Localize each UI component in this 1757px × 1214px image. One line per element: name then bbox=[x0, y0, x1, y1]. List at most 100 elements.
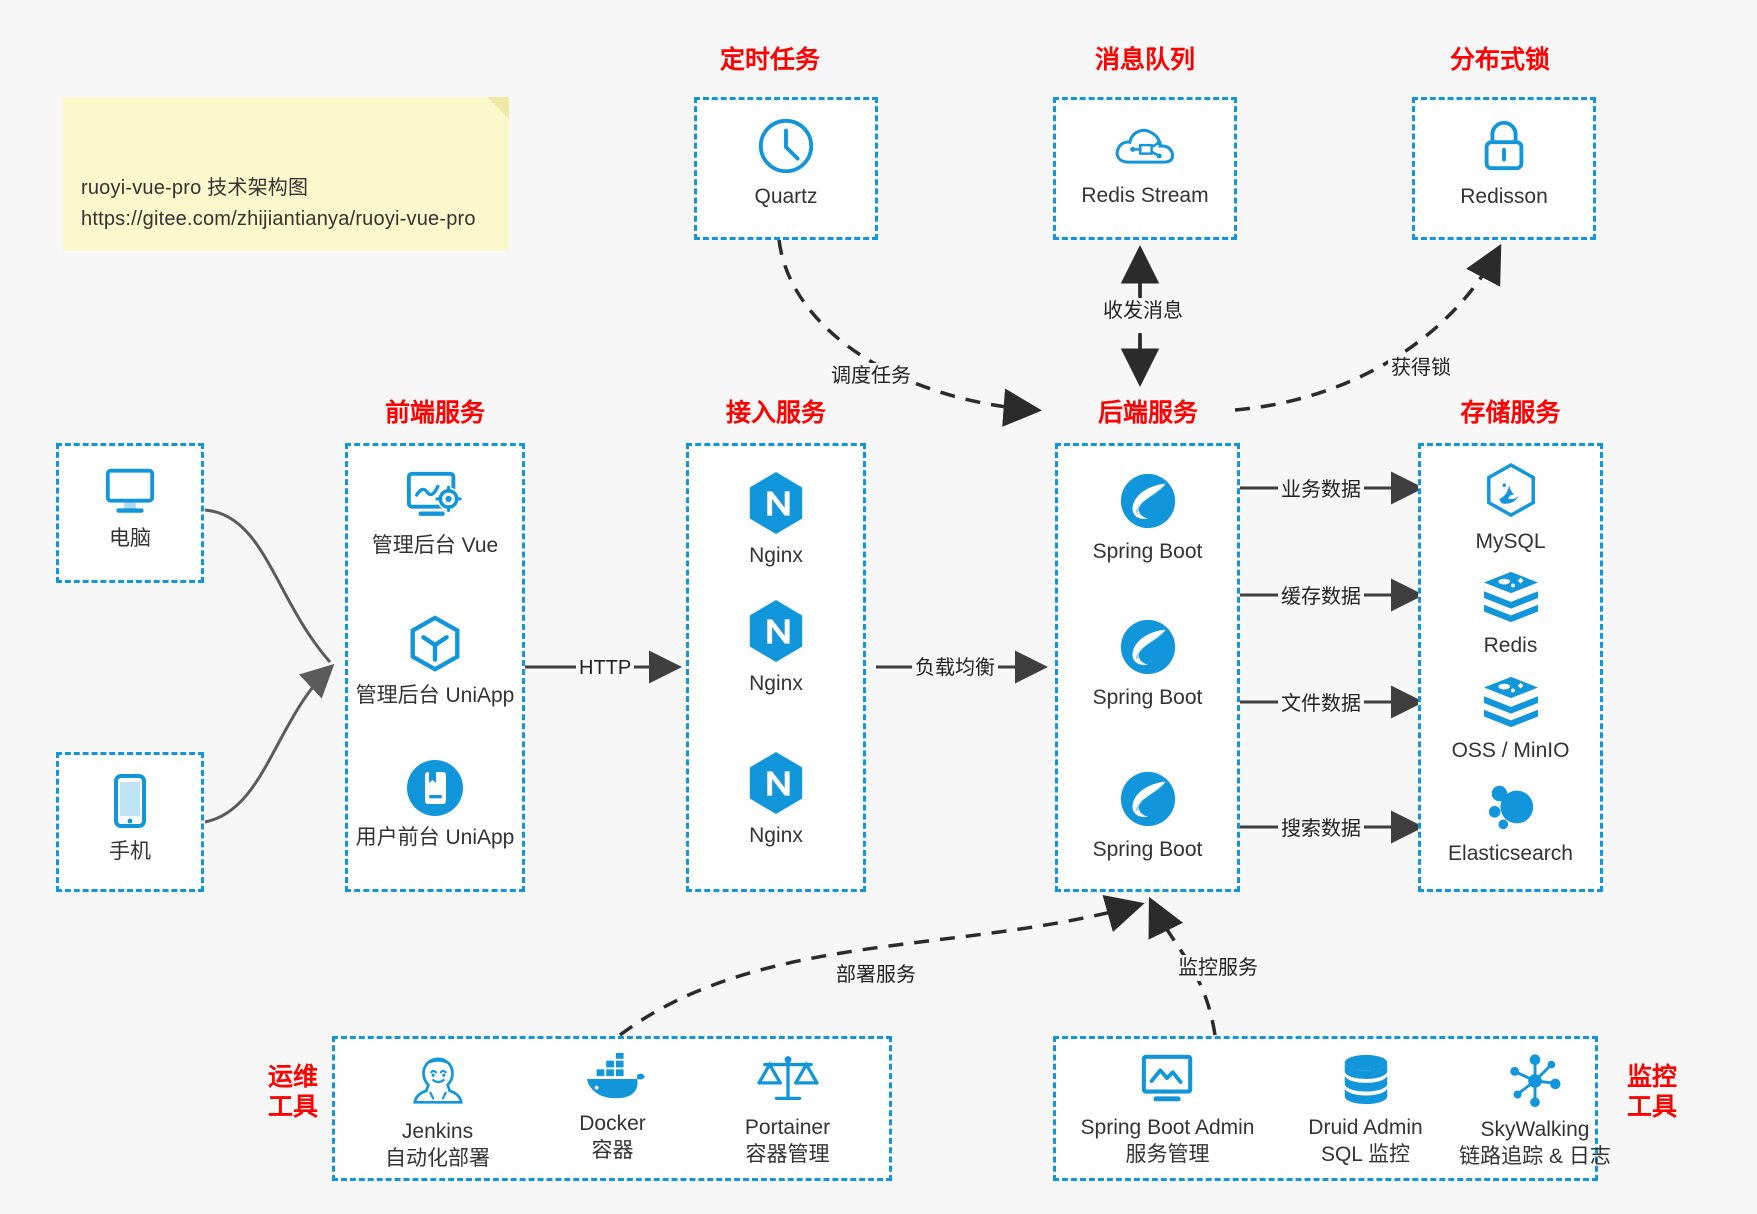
edge-label-monitor-service: 监控服务 bbox=[1175, 955, 1261, 981]
jenkins-icon bbox=[412, 1057, 463, 1104]
node-label: Spring Boot bbox=[1092, 838, 1203, 861]
node-skywalking[interactable]: SkyWalking 链路追踪 & 日志 bbox=[1435, 1052, 1635, 1170]
node-admin-uniapp[interactable]: 管理后台 UniApp bbox=[345, 614, 525, 709]
node-label: Portainer bbox=[744, 1116, 831, 1139]
redis-icon bbox=[1483, 571, 1538, 623]
node-desktop[interactable]: 电脑 bbox=[56, 463, 204, 552]
edge-label-http: HTTP bbox=[576, 655, 635, 681]
node-label: 管理后台 UniApp bbox=[355, 684, 515, 707]
node-sublabel: 容器 bbox=[591, 1139, 634, 1162]
group-box-client-desktop[interactable] bbox=[56, 443, 204, 583]
edge-label-send-receive-message: 收发消息 bbox=[1100, 298, 1186, 324]
redis-icon bbox=[1483, 676, 1538, 728]
spring-boot-icon bbox=[1120, 473, 1175, 529]
edge-label-business-data: 业务数据 bbox=[1278, 477, 1364, 503]
note-text: ruoyi-vue-pro 技术架构图 https://gitee.com/zh… bbox=[81, 177, 476, 230]
node-label: Quartz bbox=[754, 185, 818, 208]
node-sublabel: 自动化部署 bbox=[385, 1147, 490, 1170]
node-druid-admin[interactable]: Druid Admin SQL 监控 bbox=[1278, 1052, 1453, 1168]
node-label: 用户前台 UniApp bbox=[355, 826, 515, 849]
edge-label-deploy-service: 部署服务 bbox=[833, 962, 919, 988]
node-spring-boot-2[interactable]: Spring Boot bbox=[1055, 616, 1240, 711]
node-redis[interactable]: Redis bbox=[1418, 570, 1603, 659]
node-label: Spring Boot bbox=[1092, 686, 1203, 709]
node-label: Elasticsearch bbox=[1448, 842, 1573, 865]
node-label: Redis Stream bbox=[1081, 184, 1209, 207]
node-label: OSS / MinIO bbox=[1451, 739, 1570, 762]
group-title-message-queue: 消息队列 bbox=[1094, 46, 1195, 74]
edge-label-acquire-lock: 获得锁 bbox=[1388, 355, 1454, 381]
group-title-devops: 运维 工具 bbox=[267, 1063, 318, 1121]
node-label: Redis bbox=[1483, 634, 1538, 657]
node-nginx-3[interactable]: Nginx bbox=[686, 750, 866, 849]
cube-icon bbox=[410, 615, 460, 672]
group-title-frontend: 前端服务 bbox=[384, 399, 485, 427]
nginx-icon bbox=[749, 599, 803, 663]
group-box-message-queue[interactable] bbox=[1053, 97, 1237, 240]
nginx-icon bbox=[749, 751, 803, 815]
node-label: Jenkins bbox=[401, 1120, 474, 1143]
edge-label-load-balance: 负载均衡 bbox=[912, 655, 998, 681]
node-sublabel: SQL 监控 bbox=[1320, 1143, 1411, 1166]
desktop-icon bbox=[105, 468, 155, 513]
node-quartz[interactable]: Quartz bbox=[694, 115, 878, 210]
nginx-icon bbox=[749, 471, 803, 535]
clock-icon bbox=[758, 118, 814, 174]
mobile-icon bbox=[114, 774, 146, 828]
node-label: Nginx bbox=[749, 672, 803, 695]
node-spring-boot-admin[interactable]: Spring Boot Admin 服务管理 bbox=[1060, 1052, 1275, 1168]
node-spring-boot-1[interactable]: Spring Boot bbox=[1055, 470, 1240, 565]
dashboard-gear-icon bbox=[406, 471, 462, 516]
node-oss-minio[interactable]: OSS / MinIO bbox=[1418, 675, 1603, 764]
node-jenkins[interactable]: Jenkins 自动化部署 bbox=[350, 1052, 525, 1172]
scales-icon bbox=[756, 1056, 819, 1100]
node-spring-boot-3[interactable]: Spring Boot bbox=[1055, 768, 1240, 863]
group-title-distributed-lock: 分布式锁 bbox=[1449, 46, 1550, 74]
node-label: Nginx bbox=[749, 544, 803, 567]
node-sublabel: 链路追踪 & 日志 bbox=[1459, 1145, 1611, 1168]
node-user-uniapp[interactable]: 用户前台 UniApp bbox=[345, 758, 525, 851]
node-label: Spring Boot Admin bbox=[1080, 1116, 1255, 1139]
group-box-devops[interactable] bbox=[332, 1036, 892, 1181]
node-portainer[interactable]: Portainer 容器管理 bbox=[700, 1052, 875, 1168]
note-fold-corner bbox=[487, 97, 509, 119]
elasticsearch-icon bbox=[1488, 785, 1533, 830]
database-icon bbox=[1344, 1054, 1387, 1105]
node-sublabel: 服务管理 bbox=[1125, 1143, 1210, 1166]
edge-label-cache-data: 缓存数据 bbox=[1278, 584, 1364, 610]
node-label: Spring Boot bbox=[1092, 540, 1203, 563]
node-label: Druid Admin bbox=[1308, 1116, 1423, 1139]
node-docker[interactable]: Docker 容器 bbox=[525, 1052, 700, 1164]
node-label: MySQL bbox=[1475, 530, 1546, 553]
monitor-chart-icon bbox=[1141, 1054, 1192, 1102]
group-title-monitoring: 监控 工具 bbox=[1626, 1063, 1677, 1121]
edge-label-search-data: 搜索数据 bbox=[1278, 816, 1364, 842]
node-sublabel: 容器管理 bbox=[745, 1143, 830, 1166]
lock-icon bbox=[1484, 120, 1524, 171]
node-redisson[interactable]: Redisson bbox=[1412, 115, 1596, 210]
node-label: 手机 bbox=[109, 840, 151, 863]
docker-icon bbox=[586, 1052, 645, 1099]
node-label: Nginx bbox=[749, 824, 803, 847]
network-nodes-icon bbox=[1510, 1054, 1561, 1108]
node-label: Redisson bbox=[1460, 185, 1548, 208]
node-label: 管理后台 Vue bbox=[371, 534, 499, 557]
diagram-note: ruoyi-vue-pro 技术架构图 https://gitee.com/zh… bbox=[63, 97, 509, 251]
group-title-gateway: 接入服务 bbox=[725, 399, 826, 427]
node-label: Docker bbox=[579, 1112, 646, 1135]
spring-boot-icon bbox=[1120, 619, 1175, 675]
node-mysql[interactable]: MySQL bbox=[1418, 462, 1603, 555]
node-elasticsearch[interactable]: Elasticsearch bbox=[1418, 780, 1603, 867]
cloud-stream-icon bbox=[1115, 128, 1174, 164]
node-label: SkyWalking bbox=[1480, 1118, 1590, 1141]
node-nginx-1[interactable]: Nginx bbox=[686, 470, 866, 569]
node-redis-stream[interactable]: Redis Stream bbox=[1053, 118, 1237, 209]
mysql-icon bbox=[1486, 462, 1535, 518]
node-label: 电脑 bbox=[109, 527, 151, 550]
node-nginx-2[interactable]: Nginx bbox=[686, 598, 866, 697]
spring-boot-icon bbox=[1120, 771, 1175, 827]
group-title-backend: 后端服务 bbox=[1097, 399, 1198, 427]
node-admin-vue[interactable]: 管理后台 Vue bbox=[345, 468, 525, 559]
node-mobile[interactable]: 手机 bbox=[56, 772, 204, 865]
